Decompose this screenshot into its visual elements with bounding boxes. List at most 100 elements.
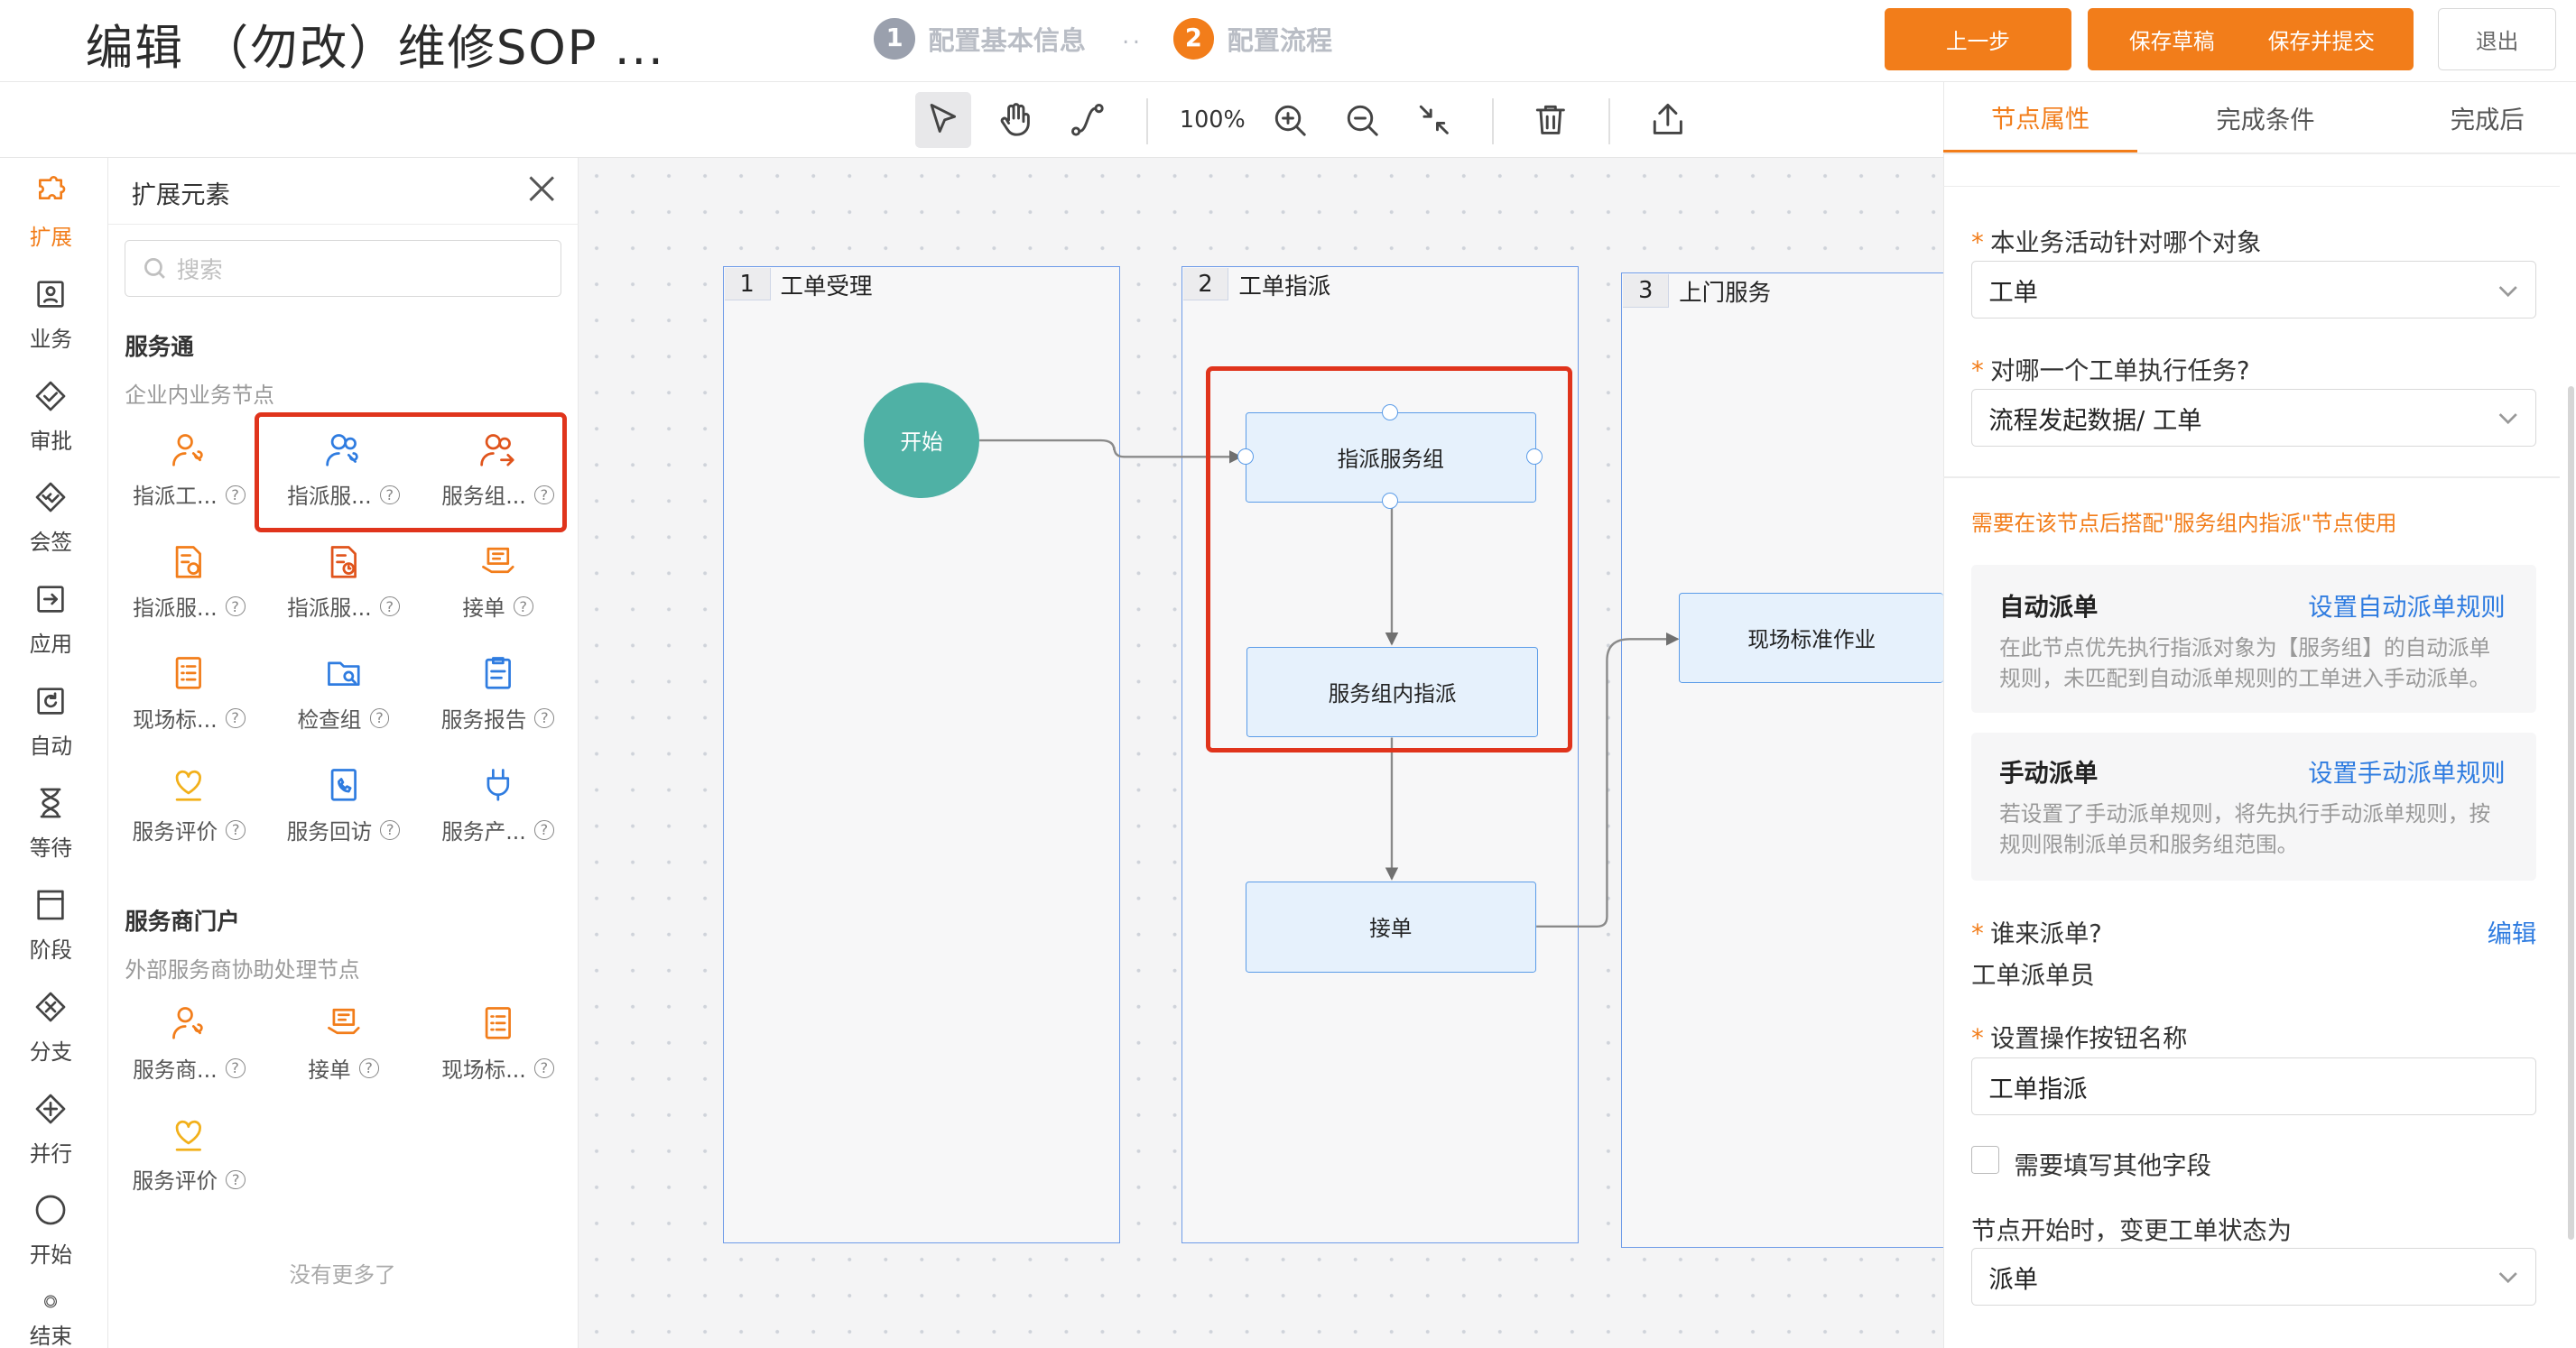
node-onsite-standard-work[interactable]: 现场标准作业 (1679, 593, 1944, 684)
help-icon[interactable]: ? (226, 1169, 246, 1190)
help-icon[interactable]: ? (534, 708, 555, 728)
who-dispatch-edit-link[interactable]: 编辑 (2487, 920, 2537, 948)
no-more-text: 没有更多了 (289, 1262, 396, 1288)
auto-dispatch-rule-link[interactable]: 设置自动派单规则 (2308, 593, 2506, 622)
element-assign-service-1[interactable]: 指派服...? (112, 542, 266, 641)
help-icon[interactable]: ? (369, 708, 390, 728)
save-draft-button[interactable]: 保存草稿 (2088, 8, 2256, 71)
help-icon[interactable]: ? (380, 819, 401, 840)
resize-handle[interactable] (1525, 448, 1543, 466)
manual-dispatch-rule-link[interactable]: 设置手动派单规则 (2308, 759, 2506, 788)
rail-item-start[interactable]: 开始 (0, 1192, 102, 1290)
help-icon[interactable]: ? (379, 485, 400, 505)
help-icon[interactable]: ? (226, 819, 246, 840)
prev-step-button[interactable]: 上一步 (1884, 8, 2072, 71)
swimlane-onsite-service[interactable] (1621, 272, 1944, 1249)
auto-dispatch-desc: 在此节点优先执行指派对象为【服务组】的自动派单 规则，未匹配到自动派单规则的工单… (1999, 634, 2491, 692)
resize-handle[interactable] (1237, 448, 1254, 466)
element-service-rating[interactable]: 服务评价? (112, 765, 266, 863)
hand-document-icon (327, 1009, 360, 1035)
rail-item-label: 开始 (29, 1242, 73, 1269)
rail-item-label: 等待 (29, 835, 73, 861)
extra-fields-checkbox[interactable] (1971, 1146, 2000, 1175)
rail-item-label: 会签 (29, 530, 73, 556)
hand-pan-icon[interactable] (987, 92, 1043, 148)
help-icon[interactable]: ? (533, 1057, 554, 1078)
exit-button[interactable]: 退出 (2438, 8, 2557, 71)
chevron-down-icon (2498, 285, 2517, 297)
rail-item-business[interactable]: 业务 (0, 276, 102, 374)
toolbar-divider (1608, 98, 1610, 145)
help-icon[interactable]: ? (533, 819, 554, 840)
node-in-group-assign[interactable]: 服务组内指派 (1246, 647, 1538, 738)
help-icon[interactable]: ? (379, 596, 400, 617)
rail-item-branch[interactable]: 分支 (0, 989, 102, 1087)
start-node[interactable]: 开始 (864, 383, 979, 498)
document-gear-icon (176, 545, 202, 578)
properties-panel (1943, 82, 2576, 1348)
connector-icon[interactable] (1060, 92, 1116, 148)
tab-after-completion[interactable]: 完成后 (2450, 106, 2525, 135)
fit-screen-icon[interactable] (1406, 92, 1462, 148)
step-basic-info[interactable]: 1 配置基本信息 (874, 18, 1086, 60)
element-service-group[interactable]: 服务组...? (421, 430, 575, 529)
delete-icon[interactable] (1523, 92, 1579, 148)
node-accept-order[interactable]: 接单 (1245, 882, 1536, 973)
export-icon[interactable] (1640, 92, 1696, 148)
tab-node-properties[interactable]: 节点属性 (1943, 82, 2137, 153)
help-icon[interactable]: ? (225, 708, 246, 728)
status-change-select[interactable]: 派单 (1971, 1248, 2537, 1306)
zoom-in-icon[interactable] (1262, 92, 1318, 148)
rail-item-wait[interactable]: 等待 (0, 785, 102, 883)
document-clock-icon (330, 545, 357, 578)
rail-item-stage[interactable]: 阶段 (0, 887, 102, 985)
rail-item-parallel[interactable]: 并行 (0, 1091, 102, 1189)
rail-item-automatic[interactable]: 自动 (0, 683, 102, 781)
button-name-input[interactable]: 工单指派 (1971, 1057, 2537, 1115)
zoom-out-icon[interactable] (1334, 92, 1390, 148)
help-icon[interactable]: ? (533, 485, 554, 505)
rail-item-application[interactable]: 应用 (0, 581, 102, 679)
element-service-revisit[interactable]: 服务回访? (266, 765, 421, 863)
help-icon[interactable]: ? (225, 1057, 246, 1078)
element-assign-service-group[interactable]: 指派服...? (266, 430, 421, 529)
rail-item-extend[interactable]: 扩展 (0, 174, 102, 272)
element-assign-service-2[interactable]: 指派服...? (266, 542, 421, 641)
select-arrow-icon[interactable] (914, 91, 971, 148)
who-dispatch-value: 工单派单员 (1971, 961, 2095, 990)
auto-dispatch-card (1971, 565, 2537, 713)
target-object-select[interactable]: 工单 (1971, 261, 2537, 319)
task-target-select[interactable]: 流程发起数据/ 工单 (1971, 389, 2537, 448)
element-provider-rating[interactable]: 服务评价? (112, 1115, 266, 1214)
save-submit-button[interactable]: 保存并提交 (2229, 8, 2414, 71)
step-configure-flow[interactable]: 2 配置流程 (1172, 18, 1332, 60)
element-provider-accept[interactable]: 接单? (266, 1003, 421, 1102)
step-number: 2 (1172, 18, 1215, 60)
help-icon[interactable]: ? (513, 596, 533, 617)
scrollbar[interactable] (2567, 385, 2575, 1241)
toolbar-divider (1491, 98, 1494, 145)
resize-handle[interactable] (1381, 493, 1398, 510)
element-provider[interactable]: 服务商...? (112, 1003, 266, 1102)
element-accept-order[interactable]: 接单? (421, 542, 575, 641)
element-inspection-group[interactable]: 检查组? (266, 653, 421, 752)
rail-item-countersign[interactable]: 会签 (0, 479, 102, 577)
help-icon[interactable]: ? (225, 485, 246, 505)
rail-item-end[interactable]: 结束 (0, 1294, 102, 1348)
node-assign-service-group[interactable]: 指派服务组 (1245, 411, 1536, 503)
rail-item-approval[interactable]: 审批 (0, 378, 102, 476)
element-service-report[interactable]: 服务报告? (421, 653, 575, 752)
element-service-product[interactable]: 服务产...? (421, 765, 575, 863)
element-assign-order[interactable]: 指派工...? (112, 430, 266, 529)
heart-hand-icon (176, 1120, 202, 1151)
hand-document-icon (481, 547, 514, 573)
element-onsite-standard[interactable]: 现场标...? (112, 653, 266, 752)
help-icon[interactable]: ? (225, 596, 246, 617)
close-icon[interactable] (525, 172, 558, 205)
rail-item-label: 结束 (29, 1324, 73, 1348)
search-input[interactable]: 搜索 (125, 239, 562, 298)
element-provider-onsite[interactable]: 现场标...? (421, 1003, 575, 1102)
help-icon[interactable]: ? (358, 1057, 379, 1078)
resize-handle[interactable] (1381, 403, 1398, 420)
tab-completion-conditions[interactable]: 完成条件 (2216, 106, 2315, 135)
